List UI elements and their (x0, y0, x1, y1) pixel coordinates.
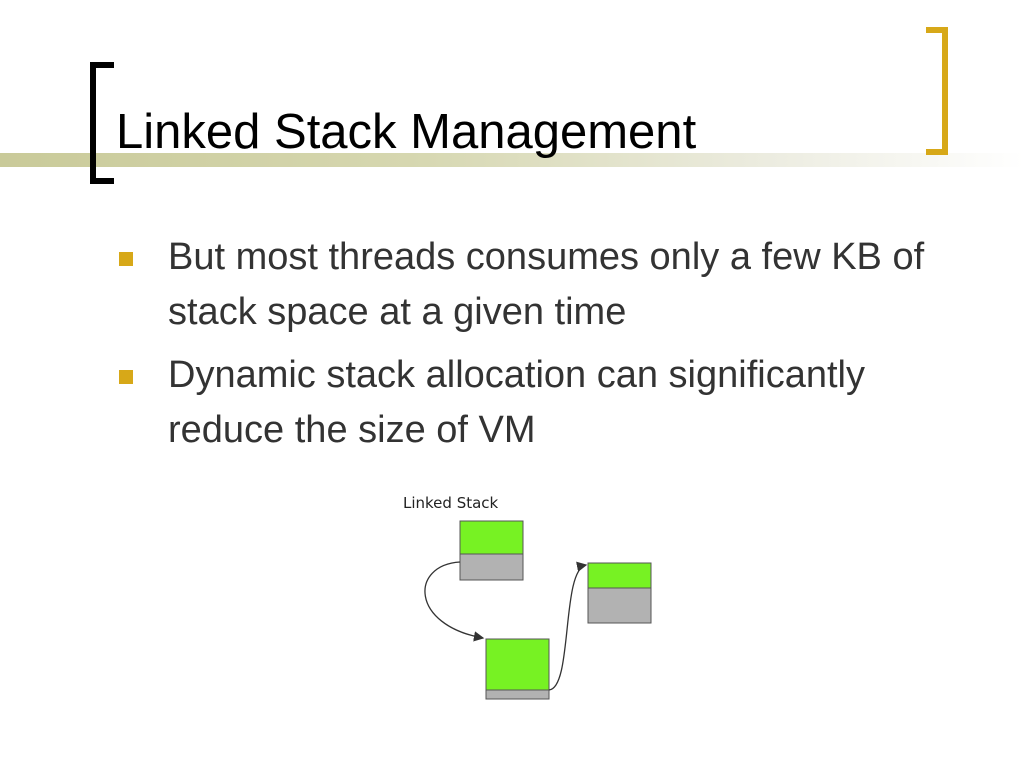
linked-stack-graphic (424, 520, 652, 700)
square-bullet-icon (119, 252, 133, 266)
title-accent-bar (0, 153, 1024, 167)
chunk-used-region (587, 562, 652, 589)
link-arrow-1 (424, 561, 485, 642)
chunk-free-region (587, 587, 652, 624)
stack-chunk-1 (459, 520, 524, 581)
left-bracket-decoration (90, 62, 116, 184)
link-arrow-2 (548, 561, 588, 691)
square-bullet-icon (119, 370, 133, 384)
chunk-free-region (459, 553, 524, 581)
stack-chunk-3 (485, 638, 550, 700)
chunk-used-region (485, 638, 550, 691)
linked-stack-diagram: Linked Stack (395, 490, 665, 705)
stack-chunk-2 (587, 562, 652, 624)
slide-title: Linked Stack Management (116, 105, 697, 159)
bullet-text: But most threads consumes only a few KB … (168, 236, 925, 333)
chunk-used-region (459, 520, 524, 555)
diagram-label: Linked Stack (403, 494, 499, 512)
chunk-free-region (485, 689, 550, 700)
right-bracket-decoration (924, 27, 948, 155)
bullet-text: Dynamic stack allocation can significant… (168, 354, 865, 451)
bullet-item: But most threads consumes only a few KB … (118, 230, 978, 340)
bullet-item: Dynamic stack allocation can significant… (118, 348, 978, 458)
bullet-list: But most threads consumes only a few KB … (118, 230, 978, 466)
